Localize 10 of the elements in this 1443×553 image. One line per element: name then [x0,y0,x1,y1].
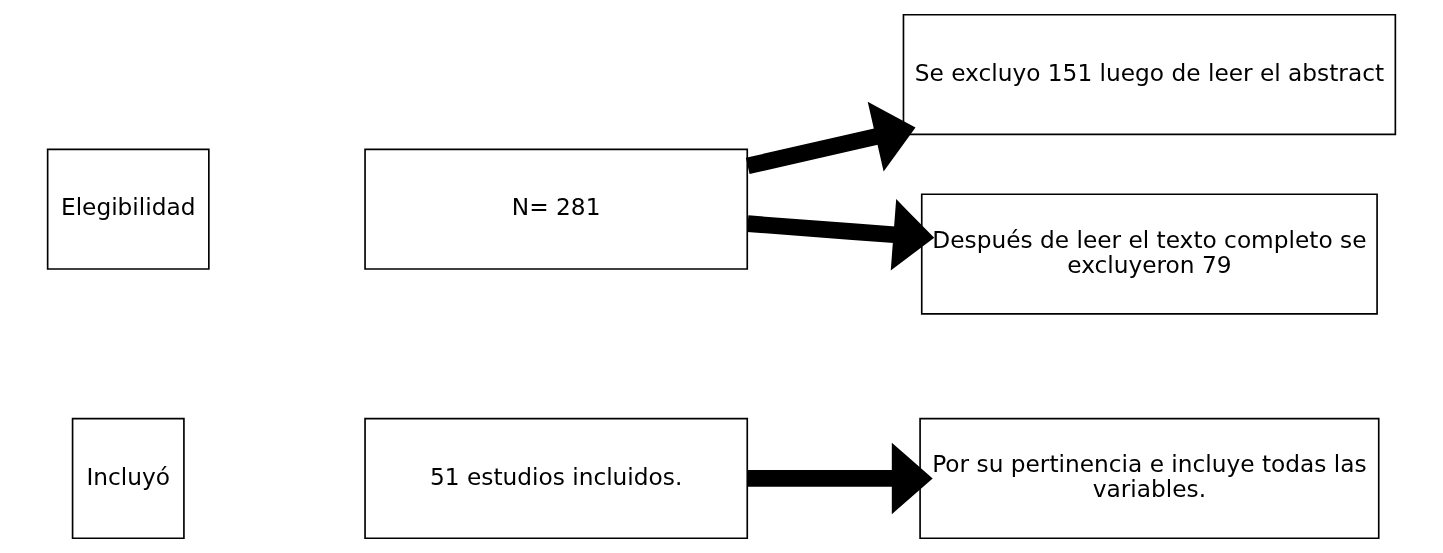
node-box: Incluyó [71,417,185,540]
node-box: N= 281 [364,148,749,270]
arrow [745,101,916,174]
node-box: 51 estudios incluidos. [364,417,749,540]
node-box: Elegibilidad [46,148,210,270]
node-box: Por su pertinencia e incluye todas las variables. [919,417,1380,540]
node-box: Después de leer el texto completo se excluyeron 79 [920,193,1378,315]
node-box: Se excluyo 151 luego de leer el abstract [902,13,1397,136]
arrow [747,442,933,515]
arrow [747,199,935,271]
